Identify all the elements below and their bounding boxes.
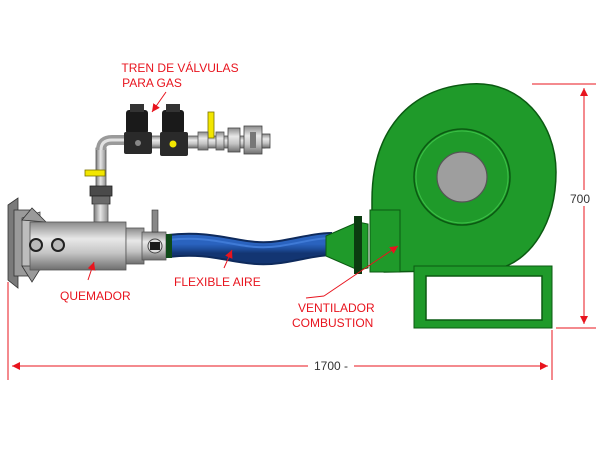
burner bbox=[7, 197, 167, 289]
dimension-width bbox=[7, 282, 553, 380]
gas-train-label-line2: PARA GAS bbox=[122, 76, 182, 90]
fan-flange bbox=[354, 216, 362, 274]
flexible-air-label: FLEXIBLE AIRE bbox=[174, 275, 261, 289]
valve-handle-icon bbox=[207, 111, 215, 139]
height-dimension-value: 700 bbox=[570, 192, 590, 206]
solenoid-valve-icon bbox=[160, 104, 188, 156]
burner-label: QUEMADOR bbox=[60, 289, 131, 303]
solenoid-valve-icon bbox=[124, 104, 152, 154]
hose-clamp bbox=[166, 234, 172, 258]
gas-valve-train bbox=[124, 104, 271, 156]
combustion-fan bbox=[325, 83, 557, 329]
pipe-handle-icon bbox=[84, 169, 106, 177]
leader-lines bbox=[87, 91, 399, 299]
air-hose bbox=[166, 232, 333, 266]
gas-pipe bbox=[84, 135, 128, 223]
gas-train-label-line1: TREN DE VÁLVULAS bbox=[121, 60, 238, 75]
fan-label-line2: COMBUSTION bbox=[292, 316, 373, 330]
fan-label-line1: VENTILADOR bbox=[298, 301, 375, 315]
width-dimension-value: 1700 - bbox=[314, 359, 348, 373]
